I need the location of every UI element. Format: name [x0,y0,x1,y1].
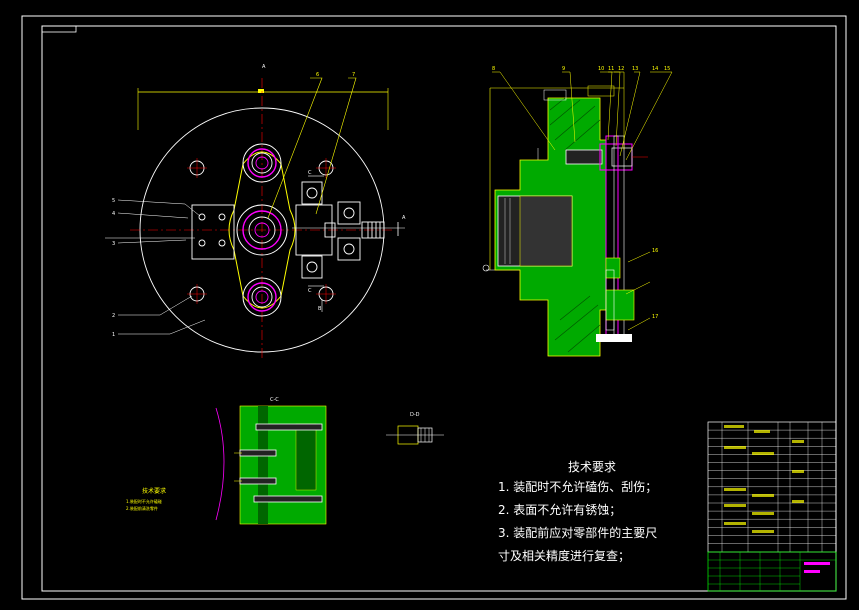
title-block [707,551,837,592]
tech-item-4: 寸及相关精度进行复查； [498,549,631,563]
svg-text:10: 10 [598,66,604,72]
callouts-right: 8 9 10 11 12 13 14 15 16 17 [492,66,670,320]
mounting-holes [187,158,336,304]
svg-text:D-D: D-D [410,412,420,418]
front-view: A [105,64,406,360]
svg-text:1: 1 [112,332,115,338]
tech-item-2: 2. 表面不允许有锈蚀； [498,503,622,517]
svg-text:11: 11 [608,66,614,72]
svg-text:16: 16 [652,248,658,254]
svg-text:17: 17 [652,314,658,320]
svg-text:8: 8 [492,66,495,72]
svg-text:技术要求: 技术要求 [142,487,166,495]
view-mark-c-top: C [308,170,312,176]
corner-tab [41,25,77,33]
svg-text:13: 13 [632,66,638,72]
section-dd: D-D [386,412,444,445]
svg-text:C-C: C-C [270,397,279,403]
outer-border [21,15,847,600]
callouts-left: 5 4 3 2 1 [112,198,115,338]
svg-text:14: 14 [652,66,658,72]
bill-of-materials [707,421,837,553]
svg-text:1.装配时不允许磕碰: 1.装配时不允许磕碰 [126,498,162,504]
tech-item-1: 1. 装配时不允许磕伤、刮伤； [498,480,658,494]
view-mark-a-right: A [402,215,406,221]
svg-text:5: 5 [112,198,115,204]
tech-title: 技术要求 [568,460,617,474]
callouts-top: 6 7 [316,72,355,78]
svg-text:2: 2 [112,313,115,319]
view-mark-c-bottom: C [308,288,312,294]
svg-text:15: 15 [664,66,670,72]
svg-text:9: 9 [562,66,565,72]
center-bushing [236,204,288,256]
top-bushing [242,143,282,183]
tech-item-3: 3. 装配前应对零部件的主要尺 [498,526,658,540]
small-note: 技术要求 1.装配时不允许磕碰 2.装配前清洗零件 [126,487,166,511]
svg-text:7: 7 [352,72,355,78]
side-section-view: 8 9 10 11 12 13 14 15 16 17 [482,66,673,357]
bottom-bushing [242,277,282,317]
svg-text:4: 4 [112,211,115,217]
svg-text:B: B [318,306,322,312]
svg-text:6: 6 [316,72,319,78]
inner-border [41,25,837,592]
svg-text:3: 3 [112,241,115,247]
section-cc: C-C [215,397,327,525]
svg-text:2.装配前清洗零件: 2.装配前清洗零件 [126,505,158,511]
view-mark-a-top: A [262,64,266,70]
left-bracket [191,204,235,260]
svg-text:12: 12 [618,66,624,72]
